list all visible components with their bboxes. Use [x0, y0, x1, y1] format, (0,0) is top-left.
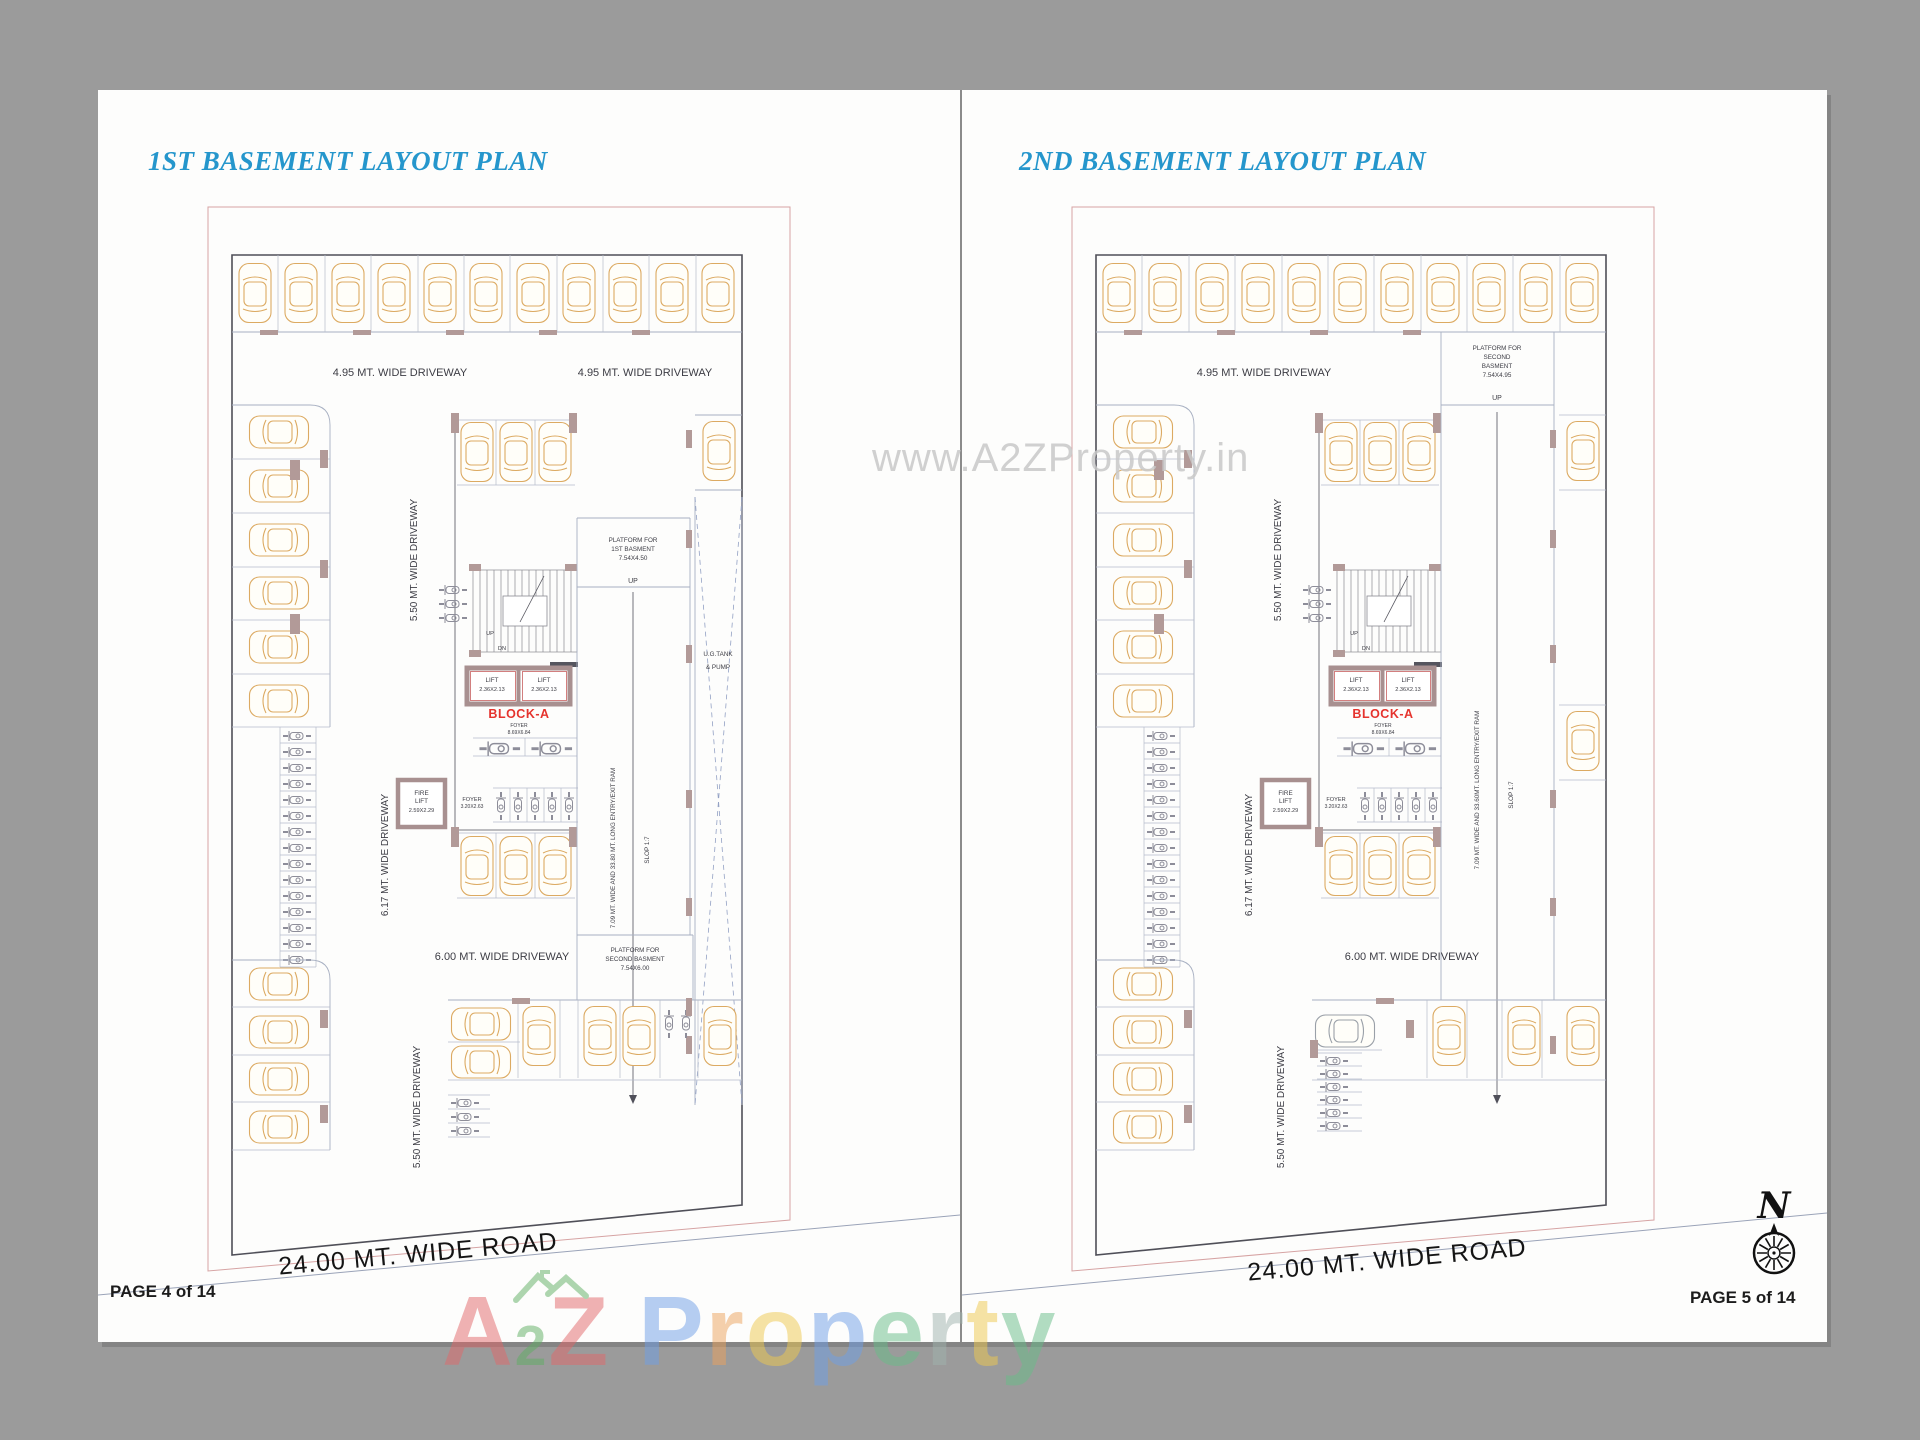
slope-label: SLOP 1:7 [644, 836, 651, 864]
fire-lift: FIRE LIFT 2.59X2.29 [395, 777, 448, 830]
foyer2-label: FOYER [462, 797, 481, 803]
page-title: 2ND BASEMENT LAYOUT PLAN [1019, 146, 1427, 176]
svg-text:SECOND BASMENT: SECOND BASMENT [605, 956, 664, 963]
svg-text:7.54X4.95: 7.54X4.95 [1483, 372, 1512, 379]
driveway-label: 4.95 MT. WIDE DRIVEWAY [1197, 367, 1332, 379]
wall-segment [1414, 662, 1442, 667]
foyer2-size: 3.20X2.63 [1325, 804, 1348, 810]
floor-plan-1st-basement: 4.95 MT. WIDE DRIVEWAY 4.95 MT. WIDE DRI… [98, 206, 960, 1296]
ug-tank: U.G.TANK & PUMP [694, 414, 743, 1106]
lift-size: 2.36X2.13 [531, 687, 557, 693]
svg-text:7.54X6.00: 7.54X6.00 [621, 965, 650, 972]
svg-text:PLATFORM FOR: PLATFORM FOR [609, 537, 658, 544]
svg-text:7.54X4.50: 7.54X4.50 [619, 555, 648, 562]
ramp-label: 7.09 MT. WIDE AND 33.60MT. LONG ENTRY/EX… [1474, 711, 1481, 870]
block-label: BLOCK-A [488, 707, 549, 721]
top-parking-row [232, 255, 742, 335]
foyer2-size: 3.20X2.63 [461, 804, 484, 810]
bottom-parking-row [448, 998, 742, 1138]
staircase: UP DN [1333, 564, 1442, 657]
slope-label: SLOP 1:7 [1508, 781, 1515, 809]
driveway-label: 4.95 MT. WIDE DRIVEWAY [333, 367, 468, 379]
svg-text:PLATFORM FOR: PLATFORM FOR [1473, 345, 1522, 352]
bottom-parking-row [1310, 998, 1606, 1132]
driveway-label: 6.00 MT. WIDE DRIVEWAY [1345, 951, 1480, 963]
lift-label: LIFT [486, 677, 499, 684]
svg-text:2.59X2.29: 2.59X2.29 [409, 808, 435, 814]
driveway-label: 4.95 MT. WIDE DRIVEWAY [578, 367, 713, 379]
svg-text:FIRE: FIRE [1278, 790, 1292, 797]
stairs-up-label: UP [1350, 631, 1358, 637]
svg-text:FIRE: FIRE [414, 790, 428, 797]
wall-segment [550, 662, 578, 667]
basement-outline [231, 254, 743, 1256]
svg-text:BASMENT: BASMENT [1482, 363, 1513, 370]
foyer-label: FOYER [510, 723, 528, 729]
staircase: UP DN [469, 564, 578, 657]
stairs-dn-label: DN [498, 646, 506, 652]
svg-text:SECOND: SECOND [1484, 354, 1511, 361]
floor-plan-2nd-basement: 4.95 MT. WIDE DRIVEWAY [962, 206, 1827, 1296]
svg-text:& PUMP: & PUMP [706, 664, 730, 671]
central-core: UP DN LIFT 2.36X2.13 LIFT 2.36X2.13 BLOC… [1259, 413, 1442, 899]
road-edge-line [962, 1212, 1827, 1296]
entry-exit-ramp: PLATFORM FOR SECOND BASMENT 7.54X4.95 UP… [1440, 332, 1556, 1104]
svg-text:2.59X2.29: 2.59X2.29 [1273, 808, 1299, 814]
block-label: BLOCK-A [1352, 707, 1413, 721]
top-parking-row [1096, 255, 1606, 335]
page-title: 1ST BASEMENT LAYOUT PLAN [148, 146, 548, 176]
page-5: 2ND BASEMENT LAYOUT PLAN 4.95 MT. WIDE D… [960, 90, 1827, 1342]
plot-boundary [207, 206, 791, 1272]
ramp-up-label: UP [628, 578, 638, 585]
driveway-label-vertical: 6.17 MT. WIDE DRIVEWAY [380, 794, 391, 917]
svg-text:LIFT: LIFT [415, 798, 428, 805]
lift-size: 2.36X2.13 [1395, 687, 1421, 693]
two-wheeler-stalls [282, 730, 312, 966]
left-parking-column [232, 404, 331, 1151]
lift-block: LIFT 2.36X2.13 LIFT 2.36X2.13 [464, 665, 573, 707]
foyer-size: 8.69X6.84 [508, 730, 531, 736]
lift-label: LIFT [538, 677, 551, 684]
lift-size: 2.36X2.13 [1343, 687, 1369, 693]
plot-boundary [1071, 206, 1655, 1272]
driveway-label-vertical: 5.50 MT. WIDE DRIVEWAY [1273, 499, 1284, 622]
entry-exit-ramp: PLATFORM FOR 1ST BASMENT 7.54X4.50 UP 7.… [576, 430, 692, 1104]
lift-size: 2.36X2.13 [479, 687, 505, 693]
fire-lift: FIRE LIFT 2.59X2.29 [1259, 777, 1312, 830]
driveway-label: 6.00 MT. WIDE DRIVEWAY [435, 951, 570, 963]
foyer2-label: FOYER [1326, 797, 1345, 803]
page-number: PAGE 5 of 14 [1690, 1288, 1796, 1307]
stairs-dn-label: DN [1362, 646, 1370, 652]
basement-outline [1095, 254, 1607, 1256]
driveway-label-vertical: 5.50 MT. WIDE DRIVEWAY [1276, 1046, 1287, 1169]
ramp-up-label: UP [1492, 395, 1502, 402]
driveway-label-vertical: 5.50 MT. WIDE DRIVEWAY [412, 1046, 423, 1169]
lift-block: LIFT 2.36X2.13 LIFT 2.36X2.13 [1328, 665, 1437, 707]
north-compass-icon: N [1752, 1185, 1796, 1275]
foyer-size: 8.69X6.84 [1372, 730, 1395, 736]
foyer-label: FOYER [1374, 723, 1392, 729]
central-core: UP DN LIFT 2.36X2.13 LIFT 2.36X2.13 BLOC… [395, 413, 578, 899]
left-parking-column [1096, 404, 1195, 1151]
svg-text:U.G.TANK: U.G.TANK [703, 651, 733, 658]
right-parking-column [1559, 414, 1606, 1067]
lift-label: LIFT [1350, 677, 1363, 684]
road-edge-line [98, 1214, 960, 1296]
stairs-up-label: UP [486, 631, 494, 637]
lift-label: LIFT [1402, 677, 1415, 684]
driveway-label-vertical: 6.17 MT. WIDE DRIVEWAY [1244, 794, 1255, 917]
compass-n-label: N [1757, 1185, 1793, 1227]
bottom-platform: PLATFORM FOR SECOND BASMENT 7.54X6.00 [577, 934, 694, 1000]
driveway-label-vertical: 5.50 MT. WIDE DRIVEWAY [409, 499, 420, 622]
svg-text:PLATFORM FOR: PLATFORM FOR [611, 947, 660, 954]
svg-text:LIFT: LIFT [1279, 798, 1292, 805]
svg-text:1ST BASMENT: 1ST BASMENT [611, 546, 655, 553]
page-4: 1ST BASEMENT LAYOUT PLAN 4.95 [98, 90, 960, 1342]
ramp-label: 7.09 MT. WIDE AND 33.80 MT. LONG ENTRY/E… [610, 768, 617, 928]
page-number: PAGE 4 of 14 [110, 1282, 216, 1301]
two-wheeler-stalls [1146, 730, 1176, 966]
